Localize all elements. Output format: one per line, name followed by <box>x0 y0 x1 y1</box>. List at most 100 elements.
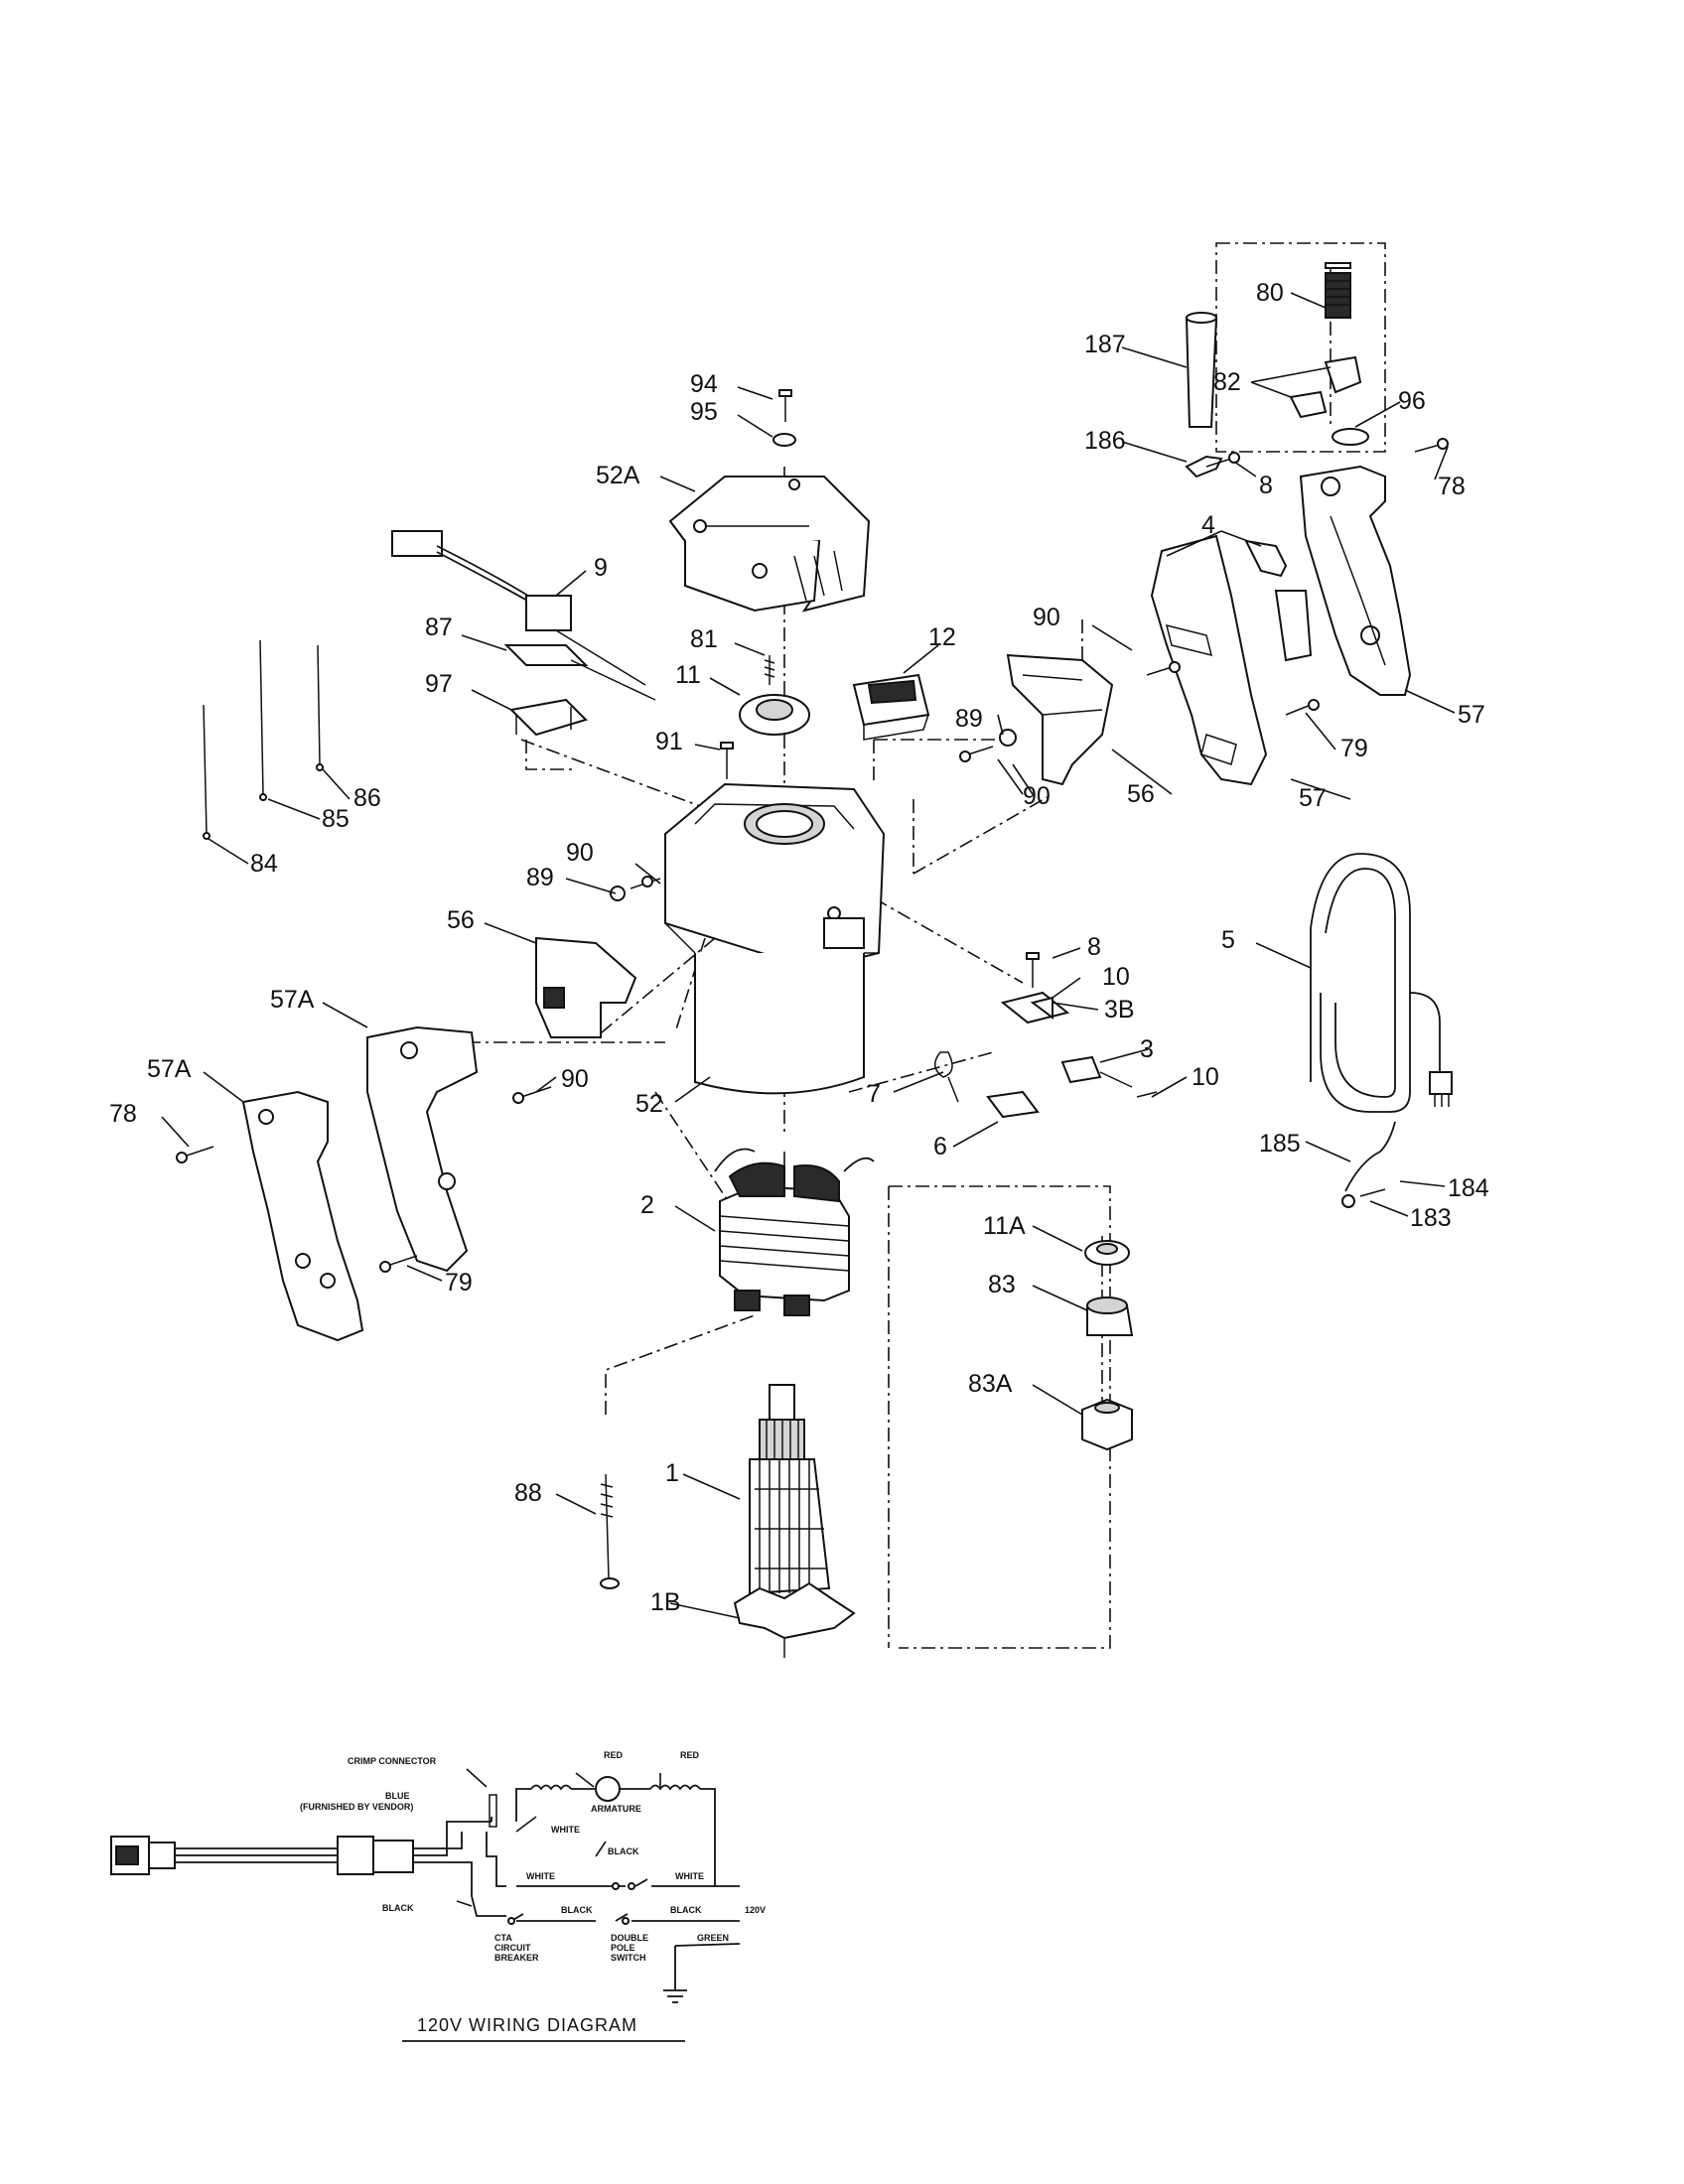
label-85: 85 <box>322 805 350 833</box>
label-80: 80 <box>1256 279 1284 307</box>
terminal-clip-97 <box>508 698 588 737</box>
label-1b: 1B <box>650 1588 681 1616</box>
label-84: 84 <box>250 850 278 878</box>
label-81: 81 <box>690 625 718 653</box>
left-screws <box>176 876 661 1273</box>
switch-actuator-4 <box>1244 539 1313 662</box>
insulator-87 <box>503 644 656 701</box>
part-number-labels: 94 95 52A 9 87 97 81 11 12 91 84 85 86 1… <box>109 279 1489 1616</box>
leader-lines <box>161 292 1456 1619</box>
switch-bracket-56-right <box>1006 653 1114 786</box>
label-8-top: 8 <box>1259 472 1273 499</box>
label-79-right: 79 <box>1340 735 1368 762</box>
label-89-right: 89 <box>955 705 983 733</box>
label-57-rear: 57 <box>1458 701 1485 729</box>
armature-1 <box>749 1384 831 1595</box>
label-1: 1 <box>665 1459 679 1487</box>
label-57-front: 57 <box>1299 784 1327 812</box>
cable-ties <box>203 639 324 840</box>
label-90-left-top: 90 <box>566 839 594 867</box>
label-90-left: 90 <box>561 1065 589 1093</box>
label-91: 91 <box>655 728 683 755</box>
wiring-label-blue: BLUE <box>385 1791 410 1801</box>
label-8-mid: 8 <box>1087 933 1101 961</box>
screw-88 <box>600 1473 620 1589</box>
switch-harness-9 <box>391 530 646 686</box>
label-186: 186 <box>1084 427 1126 455</box>
right-screws <box>959 438 1449 762</box>
washer-96 <box>1332 428 1369 446</box>
wiring-label-120v: 120V <box>745 1905 766 1915</box>
field-coil-2 <box>714 1148 875 1316</box>
label-185: 185 <box>1259 1130 1301 1158</box>
wiring-diagram-title: 120V WIRING DIAGRAM <box>417 2015 637 2035</box>
wiring-label-breaker: BREAKER <box>494 1953 539 1963</box>
wiring-label-double: DOUBLE <box>611 1933 648 1943</box>
label-3: 3 <box>1140 1035 1154 1063</box>
label-56-right: 56 <box>1127 780 1155 808</box>
sleeve-187 <box>1185 312 1218 428</box>
label-57a-upper: 57A <box>270 986 315 1014</box>
assembly-centerlines <box>467 242 1386 1649</box>
label-3b: 3B <box>1104 996 1135 1024</box>
wiring-label-black-1: BLACK <box>608 1846 639 1856</box>
label-4: 4 <box>1201 511 1215 539</box>
label-7: 7 <box>867 1080 881 1108</box>
wiring-label-black-2: BLACK <box>382 1903 414 1913</box>
wiring-label-white-1: WHITE <box>551 1825 580 1835</box>
label-79-left: 79 <box>445 1269 473 1297</box>
handle-57a-rear <box>241 1090 364 1342</box>
label-57a-lower: 57A <box>147 1055 192 1083</box>
label-90-top-right: 90 <box>1033 604 1060 631</box>
bearing-11 <box>739 694 810 736</box>
label-183: 183 <box>1410 1204 1452 1232</box>
label-97: 97 <box>425 670 453 698</box>
wiring-label-white-2: WHITE <box>526 1871 555 1881</box>
brush-holder-assembly <box>934 952 1158 1119</box>
label-10-top: 10 <box>1102 963 1130 991</box>
label-5: 5 <box>1221 926 1235 954</box>
screw-81 <box>764 655 775 685</box>
motor-housing-52 <box>664 782 886 1095</box>
label-56-left: 56 <box>447 906 475 934</box>
wiring-label-pole: POLE <box>611 1943 635 1953</box>
wiring-label-crimp-connector: CRIMP CONNECTOR <box>348 1756 437 1766</box>
label-96: 96 <box>1398 387 1426 415</box>
label-87: 87 <box>425 614 453 641</box>
lock-button-82 <box>1289 355 1362 419</box>
label-6: 6 <box>933 1133 947 1160</box>
collet-nut-83a <box>1081 1398 1133 1451</box>
label-184: 184 <box>1448 1174 1489 1202</box>
wiring-label-black-3: BLACK <box>561 1905 593 1915</box>
wiring-label-armature: ARMATURE <box>591 1804 641 1814</box>
label-78-right: 78 <box>1438 473 1466 500</box>
wiring-label-white-3: WHITE <box>675 1871 704 1881</box>
handle-57-right-front <box>1150 534 1268 786</box>
wiring-label-circuit: CIRCUIT <box>494 1943 531 1953</box>
power-cord-5 <box>1310 853 1453 1113</box>
clip-186 <box>1185 455 1223 478</box>
label-86: 86 <box>353 784 381 812</box>
wiring-label-cta: CTA <box>494 1933 512 1943</box>
wiring-label-green: GREEN <box>697 1933 729 1943</box>
label-52: 52 <box>635 1090 663 1118</box>
label-9: 9 <box>594 554 608 582</box>
label-88: 88 <box>514 1479 542 1507</box>
handle-57-right-rear <box>1299 465 1412 696</box>
label-83a: 83A <box>968 1370 1013 1398</box>
label-10-bottom: 10 <box>1192 1063 1219 1091</box>
label-95: 95 <box>690 398 718 426</box>
screw-94 <box>772 389 796 447</box>
label-94: 94 <box>690 370 718 398</box>
fan-1b <box>733 1581 856 1658</box>
label-2: 2 <box>640 1191 654 1219</box>
wiring-label-red-1: RED <box>604 1750 624 1760</box>
wiring-label-switch: SWITCH <box>611 1953 646 1963</box>
bearing-11a <box>1084 1240 1130 1266</box>
spring-80 <box>1325 262 1351 319</box>
rocker-switch-12 <box>852 673 930 741</box>
switch-bracket-56-left <box>535 936 637 1038</box>
handle-57a-front <box>366 1025 479 1273</box>
label-12: 12 <box>928 623 956 651</box>
